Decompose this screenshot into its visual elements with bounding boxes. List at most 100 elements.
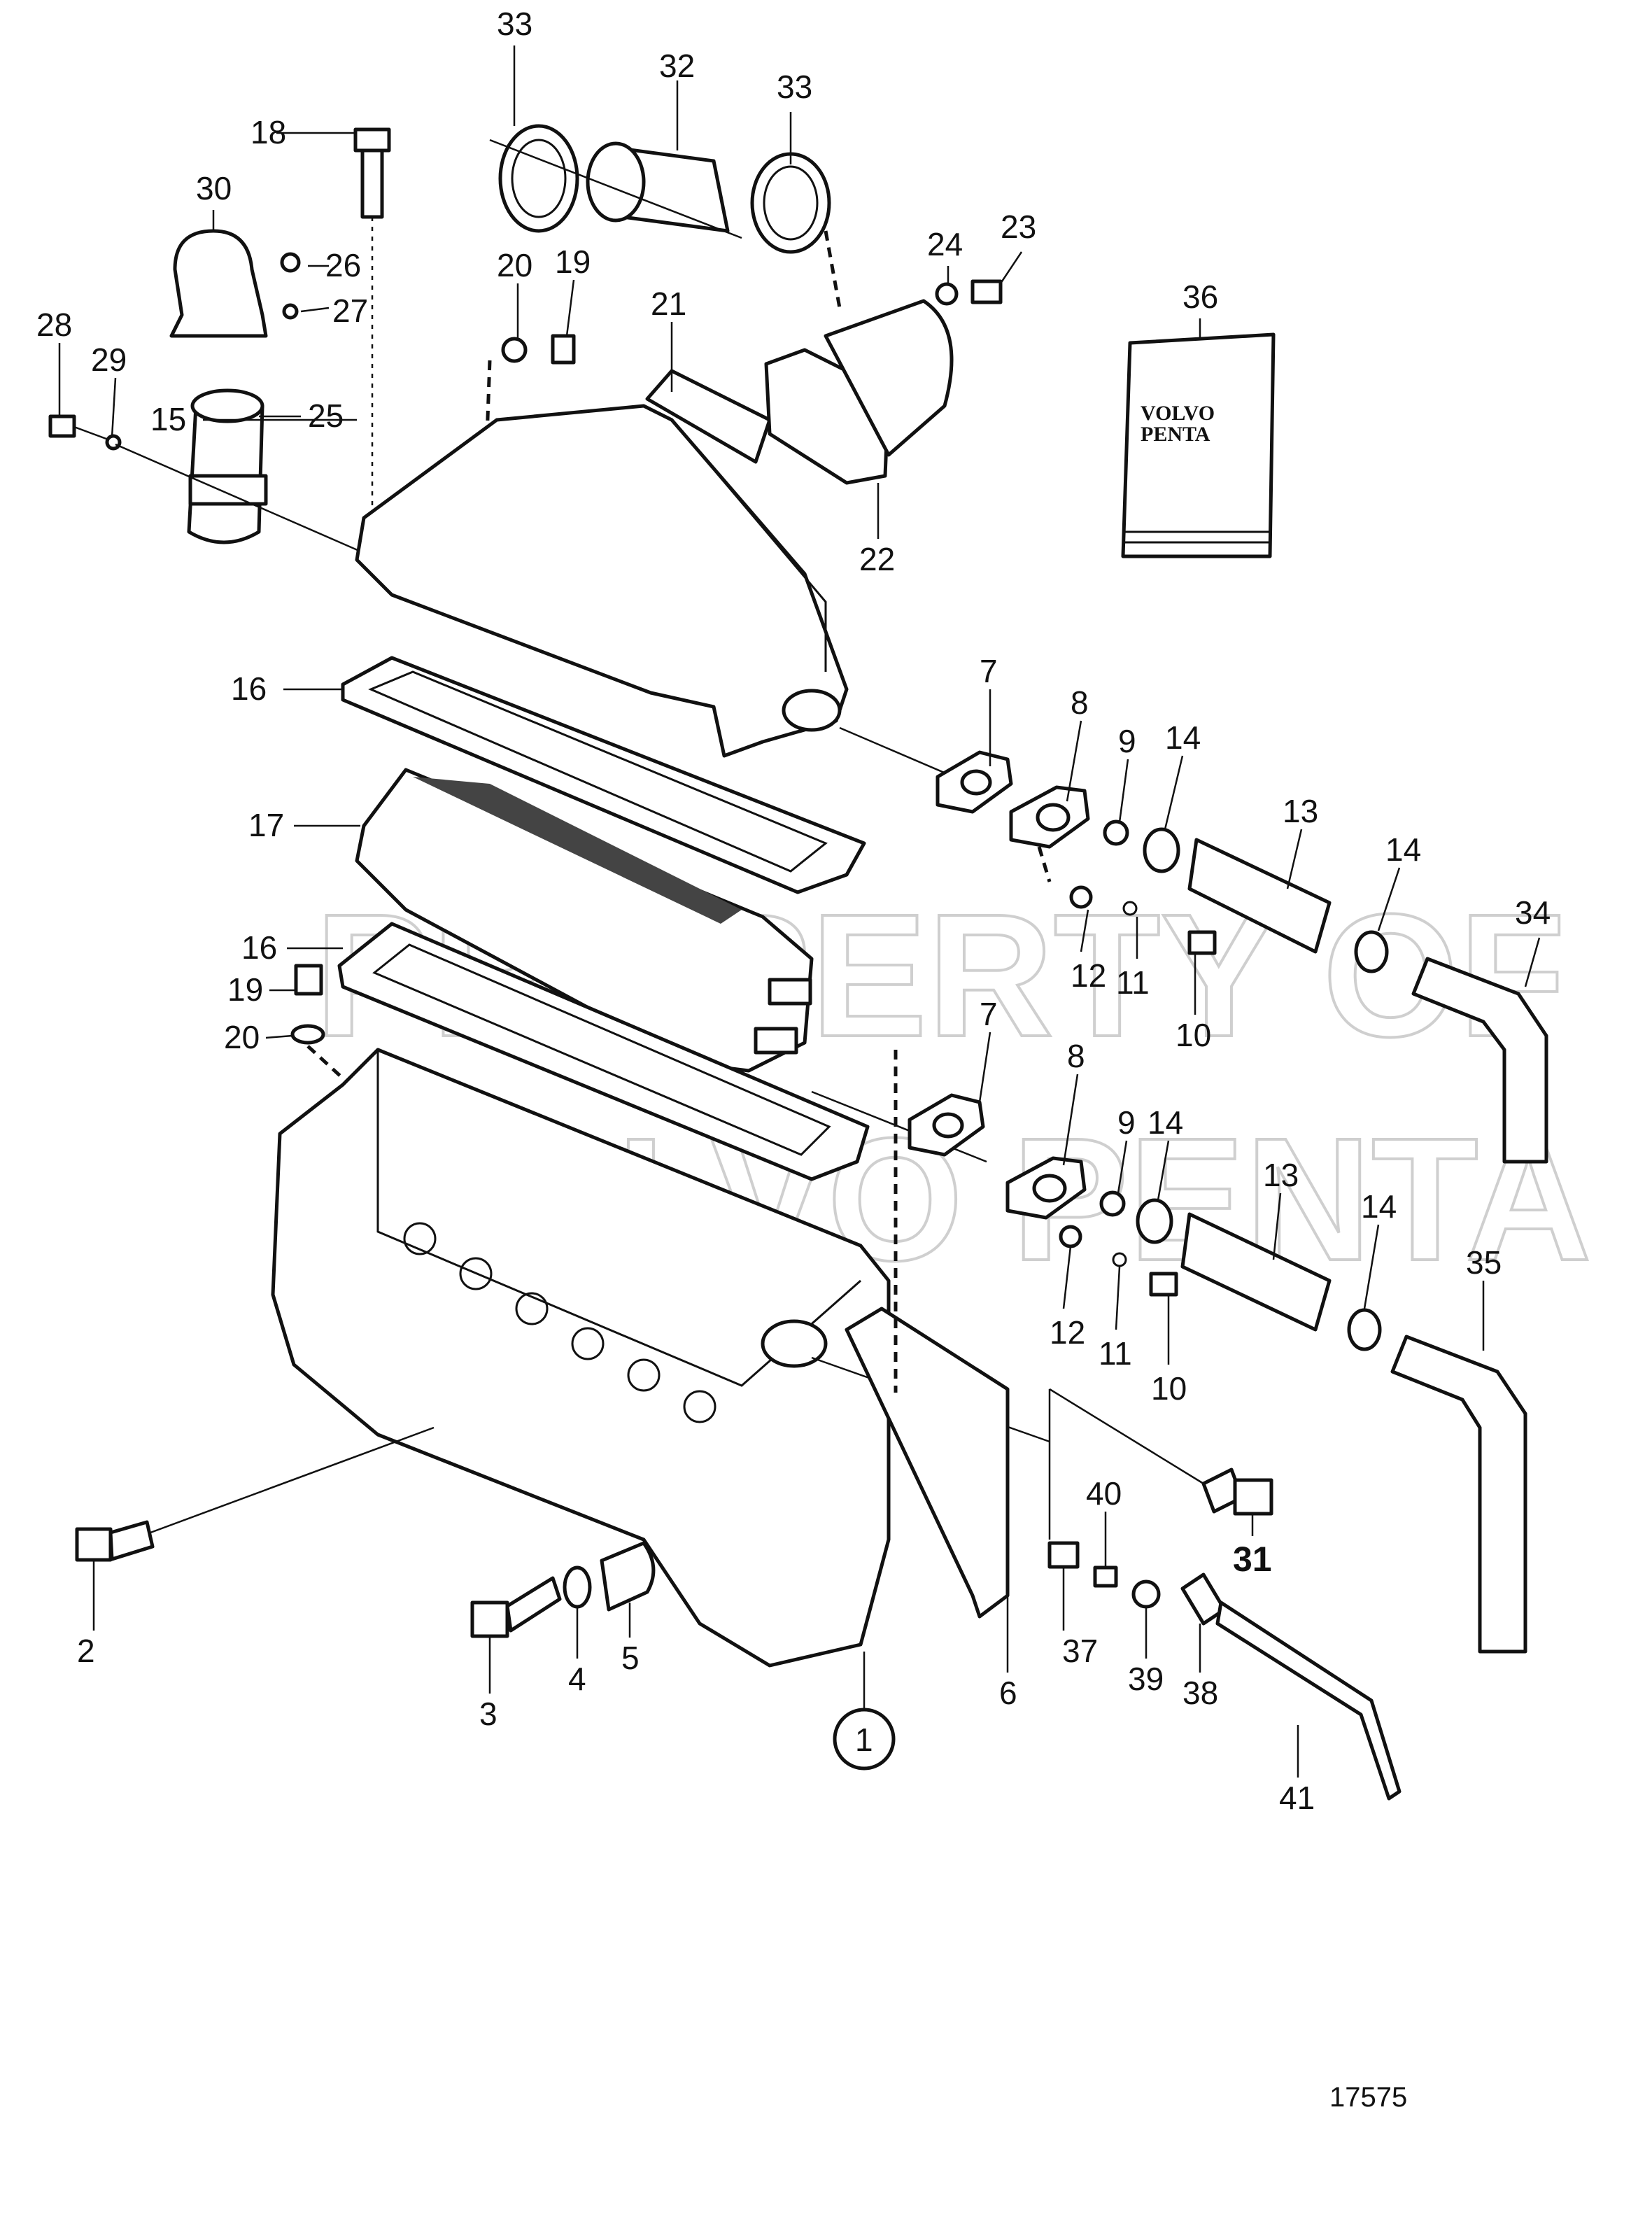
callout-19b: 19 — [227, 971, 263, 1008]
upper-washer-9 — [1103, 819, 1129, 846]
fitting-37 — [1047, 1541, 1080, 1569]
callout-20b: 20 — [224, 1019, 260, 1055]
leader-9a — [1118, 759, 1129, 823]
callout-25: 25 — [308, 397, 344, 434]
figure-number: 17575 — [1329, 2082, 1407, 2113]
hose-dash — [824, 230, 842, 309]
callout-19a: 19 — [555, 244, 591, 280]
upper-gasket — [341, 656, 866, 894]
manual-cover — [1121, 332, 1276, 558]
lower-clamp-14a — [1136, 1198, 1173, 1244]
washer-screw — [105, 434, 122, 451]
callout-10b: 10 — [1151, 1370, 1187, 1407]
lower-screw-dash — [306, 1045, 351, 1086]
upper-gasket-outline — [341, 656, 866, 894]
elbow-screw — [970, 279, 1003, 304]
washer-4 — [563, 1565, 592, 1609]
long-bolt-group — [353, 127, 391, 553]
side-gasket — [845, 1050, 1010, 1619]
leader-29 — [111, 377, 117, 438]
exhaust-manifold — [271, 1048, 1050, 1668]
bolt-3-head — [470, 1600, 509, 1638]
callout-18: 18 — [250, 114, 286, 150]
manual: VOLVO PENTA — [1121, 332, 1276, 558]
callout-41: 41 — [1279, 1780, 1315, 1816]
upper-connection-group — [839, 726, 1548, 1164]
washer-small — [282, 303, 299, 320]
leader-8a — [1066, 720, 1082, 802]
callout-34: 34 — [1515, 894, 1551, 931]
upper-clamp-14a — [1143, 827, 1180, 873]
callout-20a: 20 — [497, 247, 532, 283]
callout-40: 40 — [1086, 1475, 1122, 1512]
callout-35: 35 — [1466, 1244, 1502, 1281]
callout-7a: 7 — [980, 653, 998, 689]
tube-41 — [1215, 1600, 1402, 1801]
leader-12b — [1062, 1246, 1072, 1309]
callout-2: 2 — [77, 1633, 95, 1669]
long-bolt-head — [353, 127, 391, 153]
callout-30: 30 — [196, 170, 232, 206]
lower-gasket — [337, 922, 870, 1181]
upper-cover-body — [355, 404, 849, 758]
leader-19a — [565, 279, 575, 337]
bolt-2-head — [75, 1527, 113, 1562]
manual-label-line2: PENTA — [1141, 423, 1210, 446]
callout-3: 3 — [479, 1696, 497, 1732]
screw-small-shank — [73, 425, 113, 442]
manifold-port-3 — [515, 1292, 549, 1325]
leader-11b — [1115, 1266, 1121, 1330]
callout-labels: 33 32 33 18 30 26 27 25 28 29 20 19 21 2… — [36, 6, 1551, 1816]
solenoid-cap — [169, 229, 268, 338]
leader-7b — [978, 1032, 991, 1103]
leader-14b — [1377, 867, 1401, 931]
bolt-2-shank — [108, 1520, 155, 1561]
sensor-fitting-group — [1047, 1541, 1402, 1801]
long-bolt-shank — [360, 148, 384, 219]
cooler-port-lower — [754, 1027, 798, 1055]
bolt-3-shank — [505, 1576, 562, 1633]
leader-13a — [1286, 829, 1303, 889]
hose-clamp-right-inner — [763, 165, 819, 241]
manifold-port-6 — [683, 1390, 716, 1423]
callout-36: 36 — [1182, 279, 1218, 315]
callout-14a: 14 — [1165, 719, 1201, 756]
ferrule-39 — [1131, 1579, 1161, 1609]
upper-gasket-inner — [368, 670, 828, 873]
leader-27 — [300, 307, 330, 313]
leader-9b — [1117, 1140, 1128, 1194]
lower-connection-group — [811, 1090, 1527, 1654]
solenoid-bracket — [188, 474, 268, 506]
callout-24: 24 — [927, 226, 963, 262]
upper-flange-hole — [1036, 803, 1071, 832]
lower-pipe-35 — [1390, 1335, 1527, 1654]
callout-9a: 9 — [1118, 723, 1136, 759]
cooler-port-upper — [768, 978, 812, 1006]
leader-14c — [1157, 1140, 1170, 1201]
callout-14d: 14 — [1361, 1188, 1397, 1225]
callout-13a: 13 — [1283, 793, 1318, 829]
bolt-2-axis — [150, 1426, 435, 1534]
cooler-insert — [355, 768, 814, 1073]
upper-cover-outlet — [782, 689, 842, 732]
upper-flange-gasket-hole — [960, 769, 992, 796]
leader-8b — [1062, 1074, 1079, 1166]
callout-16a: 16 — [231, 670, 267, 707]
callout-39: 39 — [1128, 1661, 1164, 1697]
hose-and-clamps-group — [489, 124, 842, 309]
hose-clamp-left-inner — [511, 139, 567, 218]
lower-clamp-14b — [1347, 1308, 1382, 1351]
lower-hose-13 — [1180, 1212, 1332, 1332]
fitting-40 — [1093, 1565, 1118, 1588]
lower-lock-11 — [1112, 1252, 1127, 1267]
screw-31-group — [1048, 1388, 1273, 1540]
solenoid-group — [48, 229, 365, 554]
nut-small — [280, 252, 301, 273]
solenoid-body — [187, 404, 264, 544]
callout-23: 23 — [1001, 209, 1036, 245]
elbow-pipe — [824, 299, 954, 457]
upper-washer-12 — [1069, 885, 1093, 909]
callout-33a: 33 — [497, 6, 532, 42]
upper-pipe-34 — [1411, 957, 1548, 1164]
callout-16b: 16 — [241, 929, 277, 966]
